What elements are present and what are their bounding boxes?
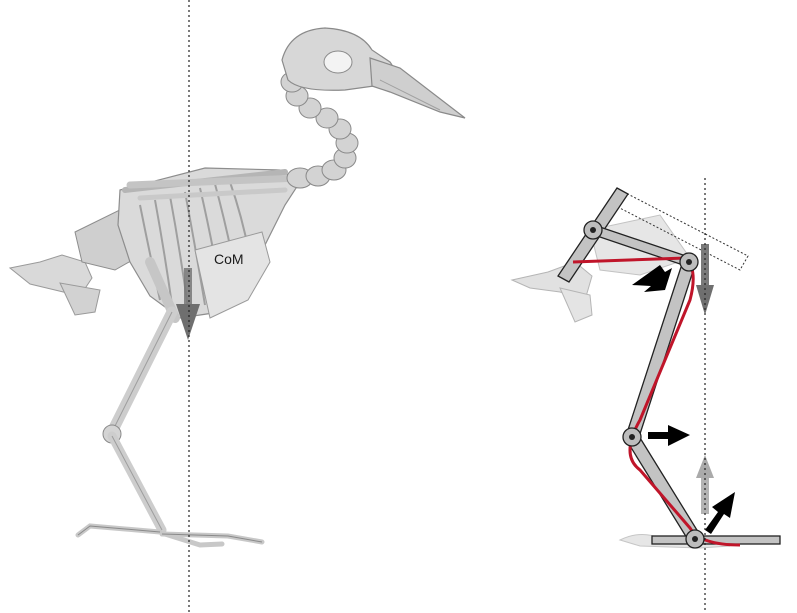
ankle-moment-arrow	[648, 425, 690, 446]
toe-moment-arrow	[705, 492, 735, 534]
bird-skeleton-icon	[10, 28, 465, 545]
ankle-joint	[623, 428, 641, 446]
toe-joint	[686, 530, 704, 548]
muscle-line	[573, 258, 740, 545]
com-label: CoM	[214, 251, 244, 267]
hip-joint	[584, 221, 602, 239]
knee-joint	[680, 253, 698, 271]
leg-linkage-model-icon	[512, 188, 780, 548]
